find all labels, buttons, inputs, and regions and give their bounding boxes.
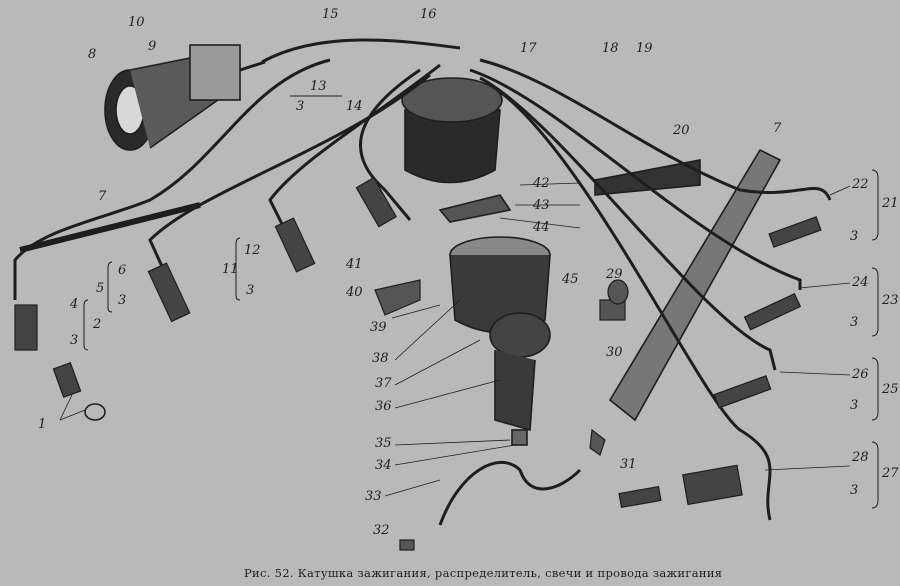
label-11: 11 <box>222 262 239 277</box>
label-24: 24 <box>852 275 869 290</box>
rotor <box>438 194 512 223</box>
figure-caption: Рис. 52. Катушка зажигания, распределите… <box>244 566 723 580</box>
label-25: 25 <box>882 382 899 397</box>
label-20: 20 <box>673 123 690 138</box>
label-37: 37 <box>375 376 392 391</box>
label-14: 14 <box>346 99 363 114</box>
label-10: 10 <box>128 15 145 30</box>
wire-bracket <box>608 148 782 422</box>
label-43: 43 <box>533 198 550 213</box>
label-30: 30 <box>606 345 623 360</box>
label-3: 3 <box>246 283 255 298</box>
label-19: 19 <box>636 41 653 56</box>
label-12: 12 <box>244 243 261 258</box>
label-16: 16 <box>420 7 437 22</box>
label-28: 28 <box>852 450 869 465</box>
label-23: 23 <box>882 293 899 308</box>
label-3: 3 <box>850 398 859 413</box>
label-26: 26 <box>852 367 869 382</box>
label-31: 31 <box>620 457 637 472</box>
label-3: 3 <box>850 483 859 498</box>
label-3: 3 <box>296 99 305 114</box>
label-9: 9 <box>148 39 157 54</box>
label-18: 18 <box>602 41 619 56</box>
label-4: 4 <box>70 297 79 312</box>
vacuum-tube <box>438 460 582 526</box>
ignition-coil <box>104 44 266 151</box>
distributor-cap <box>401 77 503 184</box>
label-27: 27 <box>882 466 899 481</box>
coil-wire <box>261 38 461 64</box>
label-21: 21 <box>882 196 899 211</box>
label-44: 44 <box>533 220 550 235</box>
label-13: 13 <box>310 79 327 94</box>
label-35: 35 <box>375 436 392 451</box>
label-3: 3 <box>118 293 127 308</box>
distributor-body <box>449 236 551 446</box>
label-5: 5 <box>96 281 105 296</box>
label-33: 33 <box>365 489 382 504</box>
label-36: 36 <box>375 399 392 414</box>
label-22: 22 <box>852 177 869 192</box>
label-1: 1 <box>38 417 47 432</box>
label-3: 3 <box>850 229 859 244</box>
label-42: 42 <box>533 176 550 191</box>
label-34: 34 <box>375 458 392 473</box>
label-45: 45 <box>562 272 579 287</box>
label-2: 2 <box>93 317 102 332</box>
label-6: 6 <box>118 263 127 278</box>
label-17: 17 <box>520 41 537 56</box>
label-15: 15 <box>322 7 339 22</box>
label-7: 7 <box>773 121 782 136</box>
label-8: 8 <box>88 47 97 62</box>
label-41: 41 <box>346 257 363 272</box>
label-40: 40 <box>346 285 363 300</box>
label-7: 7 <box>98 189 107 204</box>
label-39: 39 <box>370 320 387 335</box>
label-38: 38 <box>372 351 389 366</box>
label-3: 3 <box>70 333 79 348</box>
label-29: 29 <box>606 267 623 282</box>
label-3: 3 <box>850 315 859 330</box>
label-32: 32 <box>373 523 390 538</box>
